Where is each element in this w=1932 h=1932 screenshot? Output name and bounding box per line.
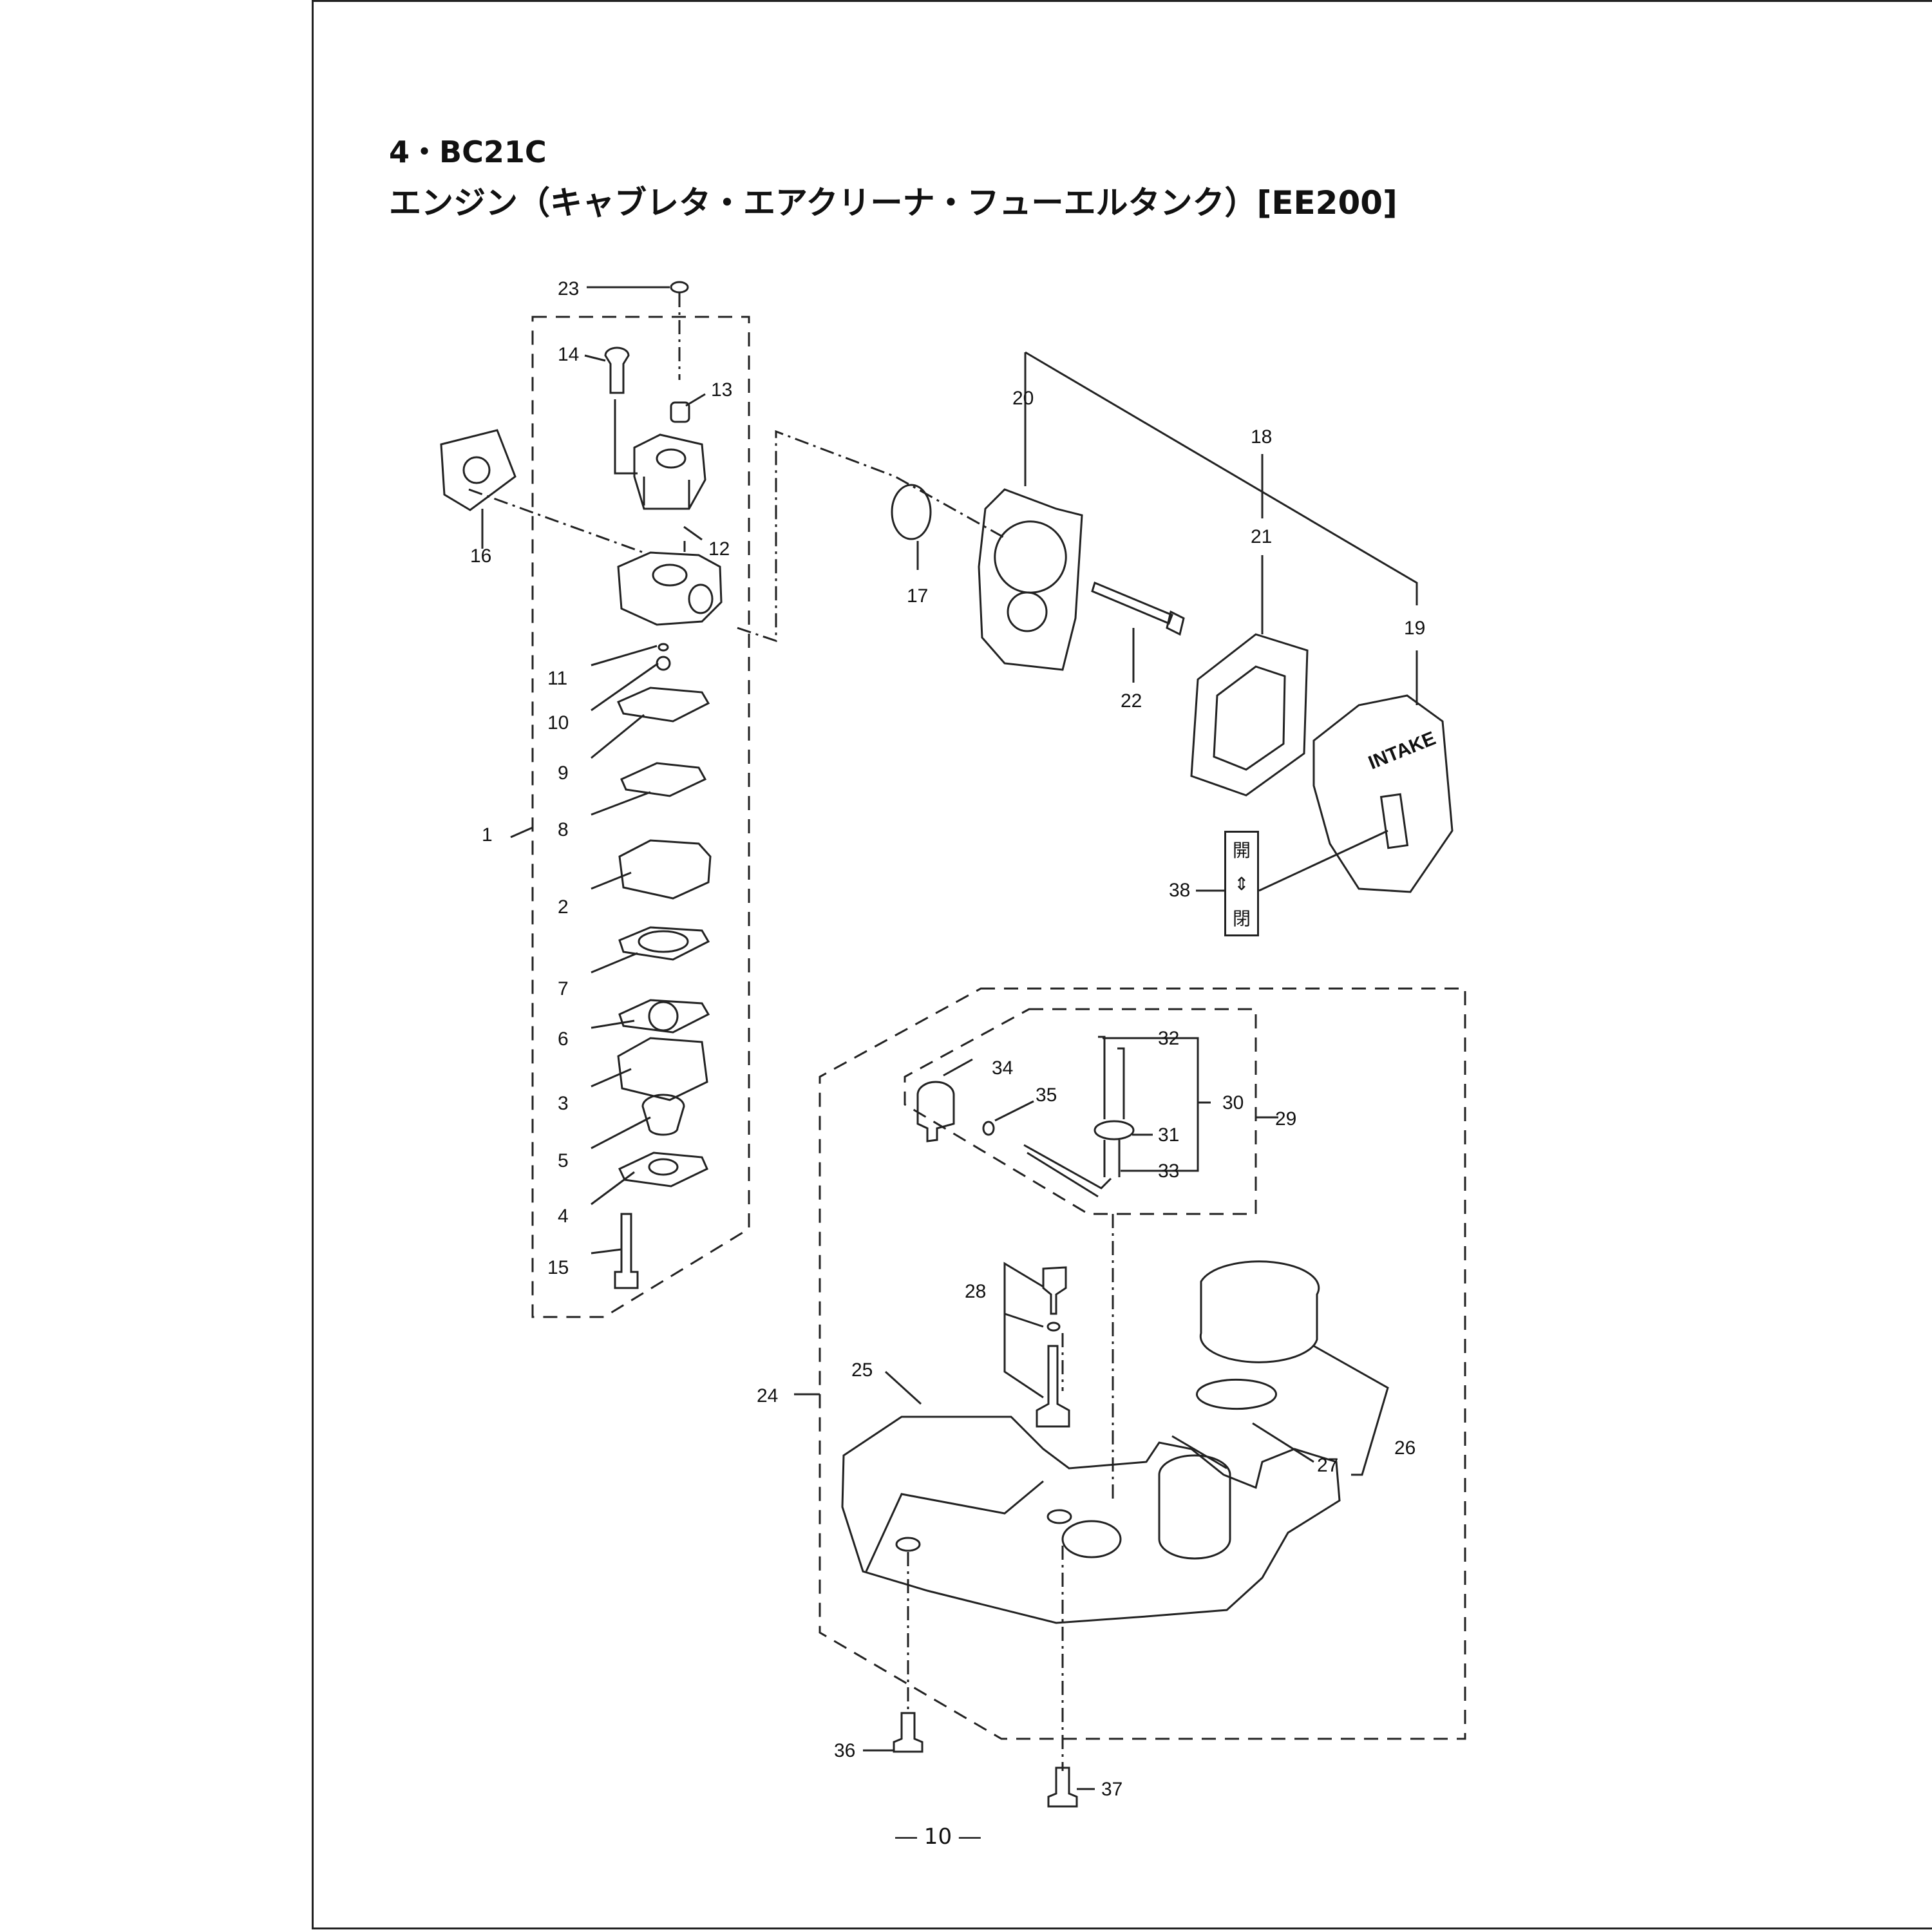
clip-35 [982,1121,995,1136]
callout-38: 38 [1169,880,1190,901]
callout-27: 27 [1317,1455,1338,1476]
callout-26: 26 [1394,1437,1416,1459]
screw-36 [893,1712,923,1753]
callout-33: 33 [1158,1160,1179,1182]
callout-16: 16 [470,545,491,567]
callout-15: 15 [547,1257,569,1278]
bolt-22 [1091,581,1173,625]
element-21 [1190,633,1309,797]
alignment-line [737,430,1005,643]
callout-17: 17 [907,585,928,607]
o-ring-23 [670,281,689,294]
pump-body [633,433,706,510]
primer-bulb-5 [641,1094,685,1136]
callout-4: 4 [558,1206,569,1227]
ring-11 [658,643,669,652]
cap-seal-27 [1195,1378,1278,1410]
page-frame [312,0,1932,1929]
open-label: 開 [1232,840,1251,861]
fuel-tank-assembly-boundary [819,987,1466,1740]
close-label: 閉 [1232,908,1251,929]
model-title: 4・BC21C [389,135,547,169]
callout-2: 2 [558,896,569,918]
tank-cap-26 [1199,1260,1320,1363]
page-number: ― 10 ― [895,1824,981,1850]
callout-32: 32 [1158,1028,1179,1049]
plate-4 [618,1151,708,1188]
callout-11: 11 [547,668,567,689]
gasket-7 [618,926,710,961]
alignment-line [468,488,648,555]
double-arrow-icon: ⇕ [1234,873,1249,895]
callout-34: 34 [992,1057,1013,1079]
callout-37: 37 [1101,1779,1122,1800]
callout-24: 24 [757,1385,778,1406]
tube-32 [1098,1036,1125,1119]
open-close-sticker: 開 ⇕ 閉 [1224,831,1259,936]
screw-14 [604,346,630,394]
callout-20: 20 [1012,388,1034,409]
callout-25: 25 [851,1359,873,1381]
callout-19: 19 [1404,618,1425,639]
screw-15 [614,1213,639,1289]
o-ring-17 [891,484,932,540]
callout-8: 8 [558,819,569,840]
callout-7: 7 [558,978,569,999]
callout-12: 12 [708,538,730,560]
carburetor-assembly-boundary [531,316,750,1318]
air-cleaner-base-20 [978,488,1083,671]
callout-14: 14 [558,344,579,365]
callout-22: 22 [1121,690,1142,712]
callout-10: 10 [547,712,569,734]
intake-marking: INTAKE [1365,728,1439,774]
vent-valve-28 [1042,1266,1067,1315]
grommet-31 [1094,1120,1135,1141]
callout-28: 28 [965,1281,986,1302]
fuel-filter-34 [916,1081,955,1142]
callout-9: 9 [558,762,569,784]
callout-1: 1 [482,824,493,846]
section-title: エンジン（キャブレタ・エアクリーナ・フューエルタンク）[EE200] [389,184,1397,222]
screw-37 [1047,1766,1078,1808]
callout-13: 13 [711,379,732,401]
diaphragm-6 [618,999,710,1034]
carburetor-body [617,551,723,626]
callout-21: 21 [1251,526,1272,547]
callout-5: 5 [558,1150,569,1171]
callout-30: 30 [1222,1092,1244,1113]
callout-3: 3 [558,1093,569,1114]
callout-6: 6 [558,1028,569,1050]
cover-3 [617,1037,708,1101]
fuel-tank-25 [841,1416,1341,1624]
callout-31: 31 [1158,1124,1179,1146]
air-cleaner-cover-19 [1312,694,1454,893]
pump-cover-2 [618,839,712,900]
fuel-line-assembly-boundary [904,1008,1257,1215]
callout-29: 29 [1275,1108,1296,1130]
callout-23: 23 [558,278,579,299]
callout-36: 36 [834,1740,855,1761]
insulator-gasket-16 [440,429,516,511]
needle-10 [656,656,671,671]
fuel-hose [1023,1144,1112,1198]
callout-18: 18 [1251,426,1272,448]
tube-33 [1103,1140,1121,1177]
gasket-9 [617,687,710,723]
plug-13 [670,401,690,423]
diaphragm-8 [620,762,707,797]
callout-35: 35 [1036,1084,1057,1106]
